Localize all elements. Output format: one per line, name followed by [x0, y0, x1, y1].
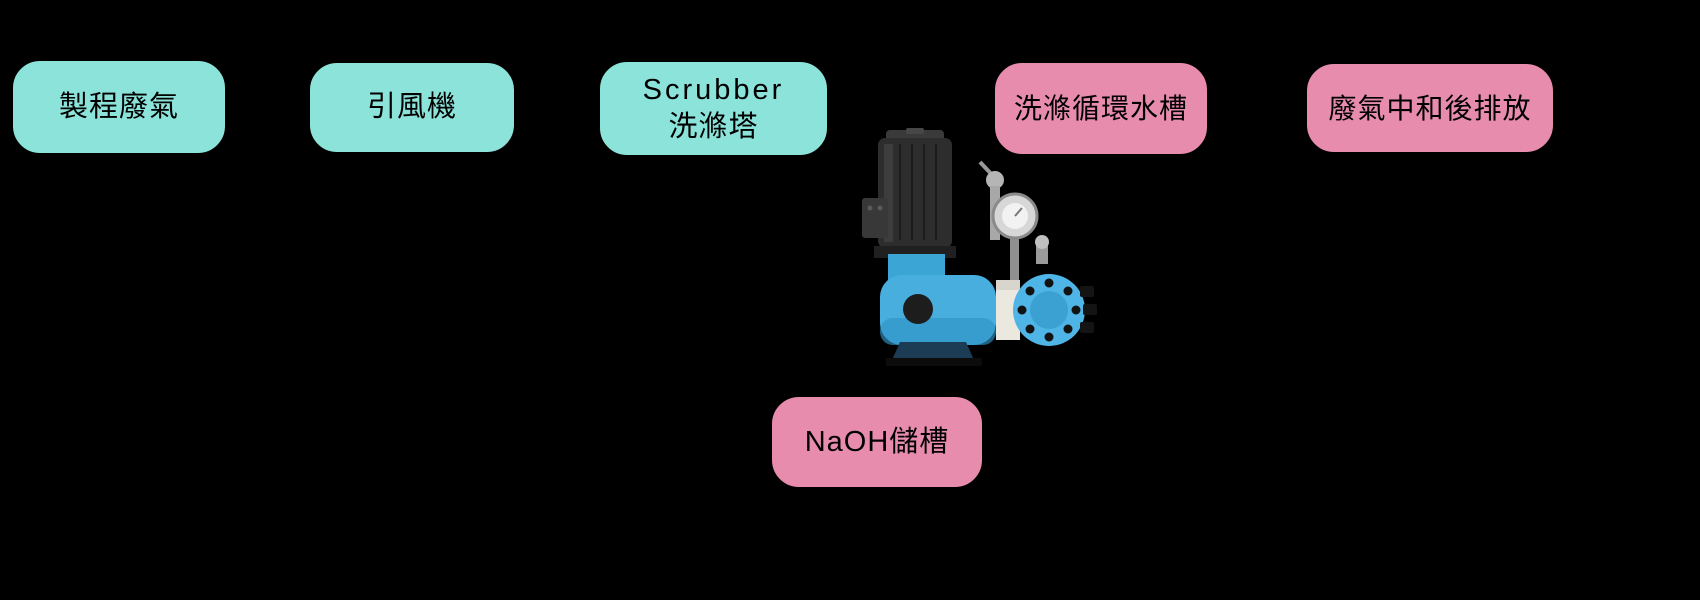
node-naoh-storage-tank: NaOH儲槽 [769, 394, 985, 490]
node-induced-draft-fan: 引風機 [307, 60, 517, 155]
node-label-line1: Scrubber [642, 74, 785, 107]
node-label: 廢氣中和後排放 [1328, 92, 1532, 124]
node-neutralized-discharge: 廢氣中和後排放 [1304, 61, 1556, 155]
node-scrubber-circulation-tank: 洗滌循環水槽 [992, 60, 1210, 157]
node-process-exhaust: 製程廢氣 [10, 58, 228, 156]
metering-dosing-pump-image [862, 128, 1097, 366]
node-scrubber: Scrubber 洗滌塔 [597, 59, 830, 158]
node-label: 引風機 [366, 91, 457, 124]
node-label: 洗滌循環水槽 [1013, 93, 1188, 124]
node-label: 製程廢氣 [58, 90, 179, 123]
node-label-line2: 洗滌塔 [668, 110, 759, 143]
edge-pump-to-tank [1076, 173, 1113, 279]
node-label: NaOH儲槽 [804, 425, 950, 458]
